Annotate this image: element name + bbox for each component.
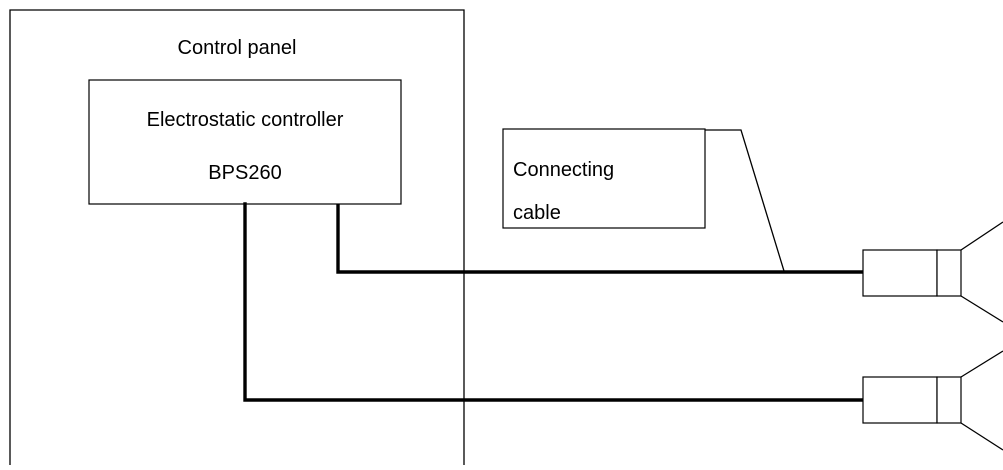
- upper-sensor-flare-bottom: [960, 295, 1003, 323]
- upper-cable: [336, 204, 865, 274]
- lower-sensor-flare-bottom: [960, 422, 1003, 451]
- lower-sensor-body: [862, 376, 938, 424]
- upper-sensor-ring: [936, 249, 962, 297]
- controller-model: BPS260: [208, 162, 281, 184]
- controller-name: Electrostatic controller: [147, 109, 344, 131]
- callout-line-1: Connecting: [513, 159, 614, 181]
- upper-sensor-body: [862, 249, 938, 297]
- control-panel-label: Control panel: [178, 37, 297, 59]
- upper-sensor: [862, 221, 1003, 323]
- lower-sensor: [862, 350, 1003, 451]
- control-panel-frame: [9, 9, 465, 465]
- lower-cable: [243, 202, 865, 402]
- lower-sensor-ring: [936, 376, 962, 424]
- connecting-cable-callout: [502, 128, 706, 229]
- lower-sensor-flare-top: [960, 350, 1003, 378]
- callout-leader-line: [705, 129, 785, 272]
- upper-sensor-flare-top: [960, 221, 1003, 251]
- controller-box: [88, 79, 402, 205]
- callout-line-2: cable: [513, 202, 561, 224]
